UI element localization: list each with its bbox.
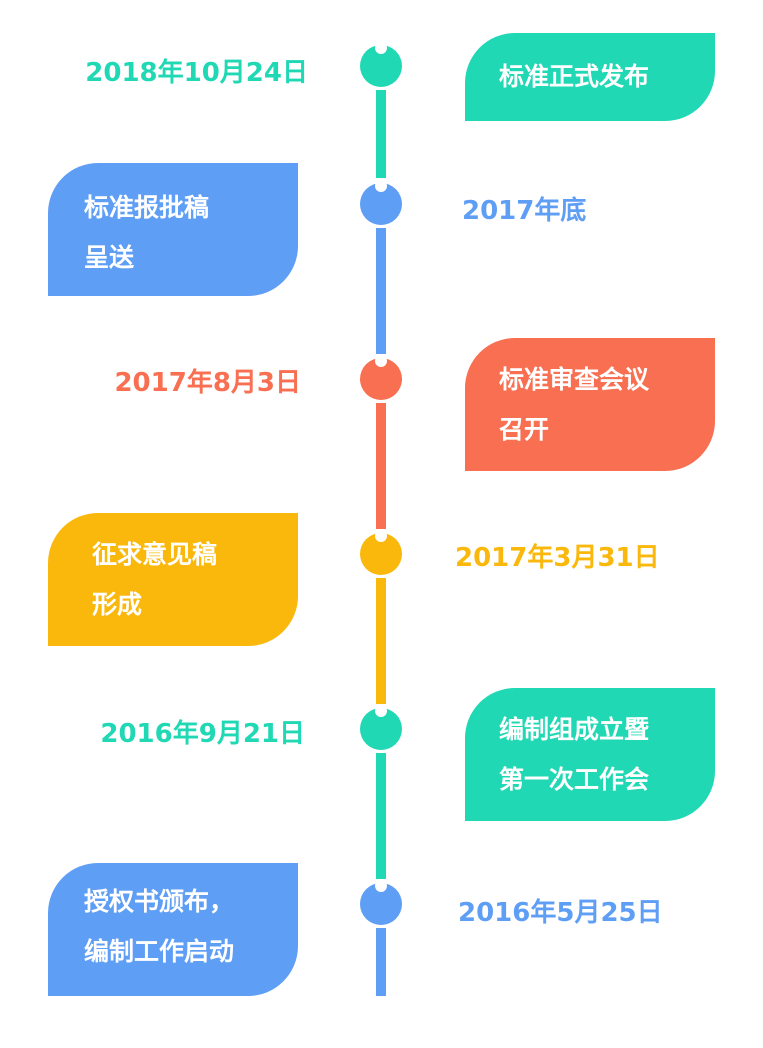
event-title-line: 第一次工作会 — [499, 765, 650, 794]
event-card: 标准报批稿 呈送 — [48, 163, 298, 296]
timeline-segment — [376, 578, 386, 704]
event-title-line: 编制组成立暨 — [499, 715, 650, 744]
event-title-line: 召开 — [499, 415, 550, 444]
node-highlight — [375, 355, 387, 367]
event-date: 2017年底 — [462, 196, 587, 226]
node-highlight — [375, 42, 387, 54]
timeline-node — [360, 355, 402, 400]
timeline-segment — [376, 228, 386, 354]
node-highlight — [375, 705, 387, 717]
node-highlight — [375, 180, 387, 192]
node-highlight — [375, 530, 387, 542]
event-date: 2016年5月25日 — [458, 898, 663, 928]
timeline-node — [360, 705, 402, 750]
event-title-line: 标准报批稿 — [84, 193, 210, 222]
timeline-segment — [376, 928, 386, 996]
event-title-line: 标准审查会议 — [499, 365, 650, 394]
event-card: 编制组成立暨 第一次工作会 — [465, 688, 715, 821]
event-title-line: 形成 — [92, 590, 143, 619]
timeline-segment — [376, 90, 386, 178]
event-title-line: 呈送 — [84, 243, 135, 272]
timeline-node — [360, 880, 402, 925]
event-date: 2017年8月3日 — [114, 368, 301, 398]
event-card: 授权书颁布， 编制工作启动 — [48, 863, 298, 996]
timeline-segment — [376, 753, 386, 879]
node-highlight — [375, 880, 387, 892]
timeline-node — [360, 42, 402, 87]
event-card: 标准正式发布 — [465, 33, 715, 121]
timeline-node — [360, 530, 402, 575]
event-card: 标准审查会议 召开 — [465, 338, 715, 471]
event-title-line: 编制工作启动 — [84, 937, 235, 966]
event-date: 2018年10月24日 — [85, 58, 308, 88]
event-title-line: 标准正式发布 — [499, 62, 650, 91]
timeline-segment — [376, 403, 386, 529]
timeline-node — [360, 180, 402, 225]
event-card: 征求意见稿 形成 — [48, 513, 298, 646]
event-date: 2016年9月21日 — [100, 719, 305, 749]
event-title-line: 征求意见稿 — [92, 540, 218, 569]
event-date: 2017年3月31日 — [455, 543, 660, 573]
event-title-line: 授权书颁布， — [84, 887, 235, 916]
